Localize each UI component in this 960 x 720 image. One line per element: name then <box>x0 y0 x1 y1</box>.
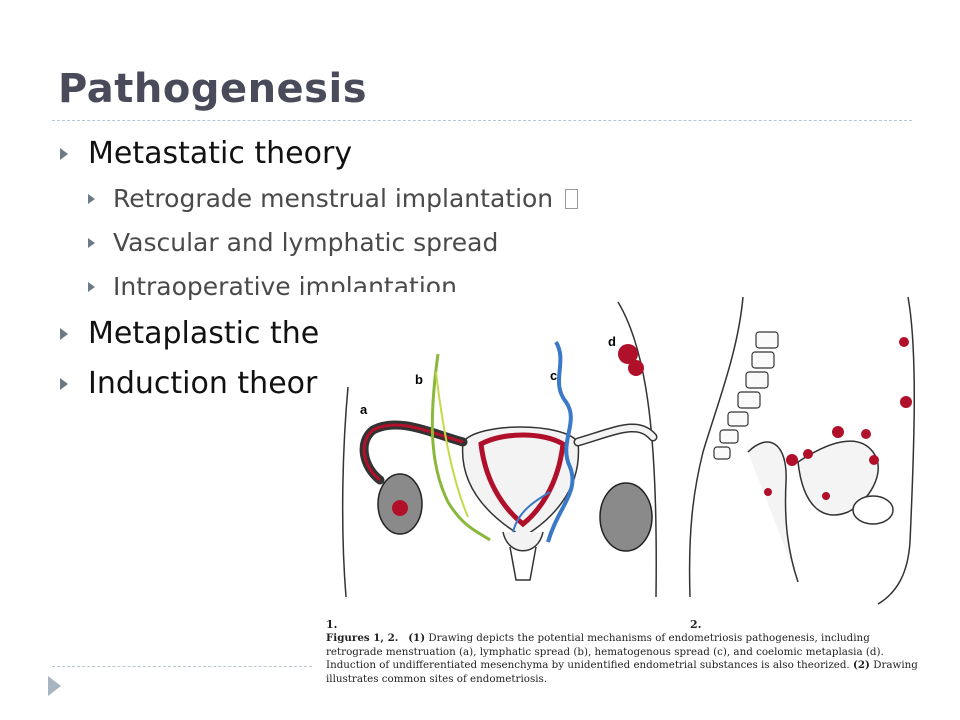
bullet-marker-icon <box>88 237 95 248</box>
caption-part2-number: (2) <box>852 659 870 671</box>
bullet-label: Metastatic theory <box>88 136 353 171</box>
panel2-number: 2. <box>690 618 702 631</box>
panel1-number: 1. <box>326 618 338 631</box>
subbullet-label: Retrograde menstrual implantation <box>113 184 554 213</box>
slide-title: Pathogenesis <box>58 66 368 112</box>
bullet-marker-icon <box>88 193 95 204</box>
missing-glyph-icon <box>565 188 579 209</box>
bullet-label: Induction theory <box>88 366 336 401</box>
caption-part1-number: (1) <box>408 632 426 644</box>
caption-lead: Figures 1, 2. <box>326 632 399 644</box>
endometriosis-figure: a b c d <box>318 292 930 690</box>
bullet-induction: Induction theory <box>60 366 335 401</box>
bullet-marker-icon <box>60 147 68 160</box>
subbullet-retrograde: Retrograde menstrual implantation <box>88 184 579 213</box>
next-slide-icon[interactable] <box>48 676 61 696</box>
label-c: c <box>550 368 557 383</box>
caption-part1: Drawing depicts the potential mechanisms… <box>326 632 884 671</box>
bullet-metastatic: Metastatic theory <box>60 136 352 171</box>
subbullet-label: Vascular and lymphatic spread <box>113 228 499 257</box>
label-d: d <box>608 334 616 349</box>
figure-caption: Figures 1, 2. (1) Drawing depicts the po… <box>326 632 922 686</box>
title-divider <box>52 120 912 121</box>
bullet-marker-icon <box>60 327 68 340</box>
footer-divider <box>52 666 312 667</box>
caption-part2: Drawing illustrates common sites of endo… <box>326 659 918 685</box>
bullet-marker-icon <box>88 281 95 292</box>
label-b: b <box>415 372 423 387</box>
anatomy-drawing: a b c d <box>341 296 916 605</box>
subbullet-vascular: Vascular and lymphatic spread <box>88 228 498 257</box>
label-a: a <box>360 402 368 417</box>
bullet-marker-icon <box>60 377 68 390</box>
